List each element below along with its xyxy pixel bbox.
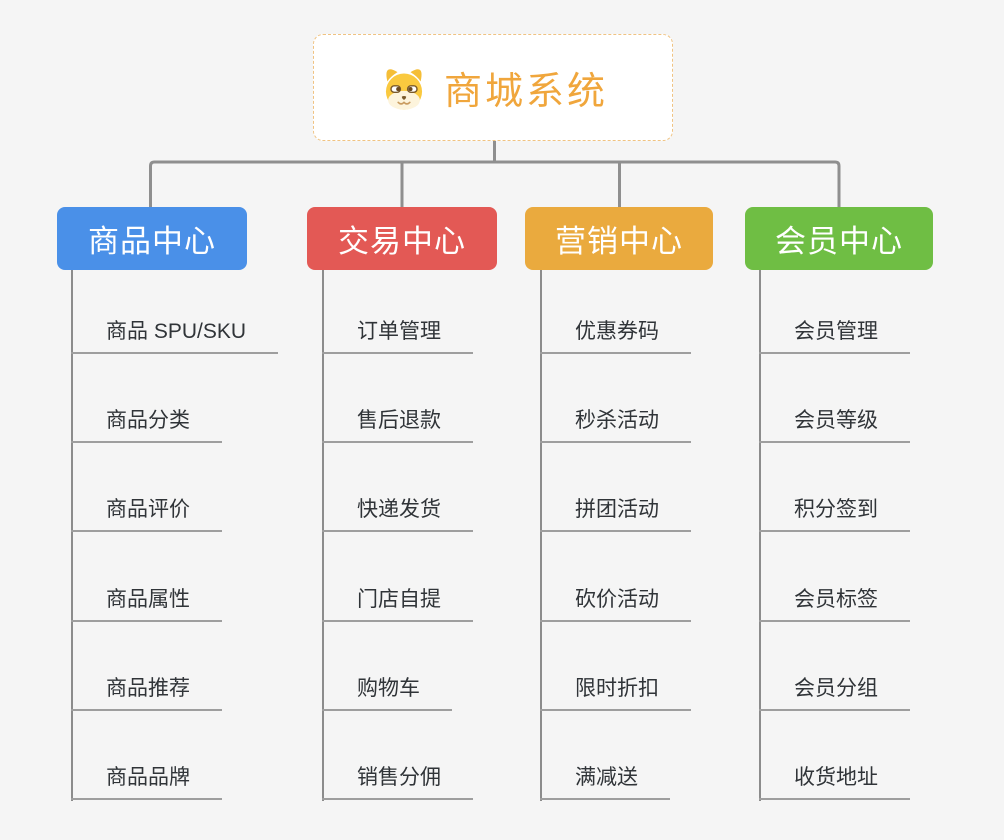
node-label: 积分签到: [794, 498, 878, 522]
branch-label: 交易中心: [338, 224, 466, 259]
branch-label: 营销中心: [555, 224, 683, 259]
mindmap-node[interactable]: 会员等级: [759, 404, 910, 444]
branch-child-line: [71, 270, 73, 801]
node-label: 快递发货: [357, 498, 441, 522]
node-label: 满减送: [575, 766, 638, 790]
node-label: 商品属性: [106, 587, 190, 611]
node-label: 优惠券码: [575, 319, 659, 343]
node-label: 砍价活动: [575, 587, 659, 611]
node-label: 会员等级: [794, 409, 878, 433]
node-label: 商品评价: [106, 498, 190, 522]
node-label: 门店自提: [357, 587, 441, 611]
node-label: 限时折扣: [575, 676, 659, 700]
node-label: 秒杀活动: [575, 409, 659, 433]
node-label: 收货地址: [794, 766, 878, 790]
mindmap-node[interactable]: 优惠券码: [540, 315, 691, 354]
mindmap-node[interactable]: 限时折扣: [540, 672, 691, 711]
mindmap-node[interactable]: 订单管理: [322, 315, 473, 354]
branch-items-trade: 订单管理 售后退款 快递发货 门店自提 购物车 销售分佣: [322, 265, 473, 801]
mindmap-node[interactable]: 秒杀活动: [540, 404, 691, 444]
mindmap-node[interactable]: 商品 SPU/SKU: [71, 315, 279, 354]
mindmap-node[interactable]: 满减送: [540, 761, 670, 801]
dog-icon: [385, 68, 423, 110]
mindmap-node[interactable]: 收货地址: [759, 761, 910, 801]
mindmap-node[interactable]: 商品属性: [71, 583, 222, 622]
branch-label: 商品中心: [88, 224, 216, 259]
branch-node-member-center[interactable]: 会员中心: [745, 207, 933, 270]
mindmap-node[interactable]: 购物车: [322, 672, 452, 711]
node-label: 商品推荐: [106, 676, 190, 700]
root-title: 商城系统: [443, 71, 608, 113]
mindmap-node[interactable]: 售后退款: [322, 404, 473, 444]
branch-items-marketing: 优惠券码 秒杀活动 拼团活动 砍价活动 限时折扣 满减送: [540, 265, 691, 801]
mindmap-node[interactable]: 会员分组: [759, 672, 910, 711]
node-label: 购物车: [357, 676, 420, 700]
branch-items-product: 商品 SPU/SKU 商品分类 商品评价 商品属性 商品推荐 商品品牌: [71, 265, 279, 801]
mindmap-node[interactable]: 积分签到: [759, 493, 910, 533]
mindmap-node[interactable]: 商品推荐: [71, 672, 222, 711]
node-label: 订单管理: [357, 319, 441, 343]
branch-child-line: [540, 270, 542, 801]
root-node[interactable]: 商城系统: [313, 34, 673, 141]
node-label: 商品品牌: [106, 766, 190, 790]
mindmap-node[interactable]: 拼团活动: [540, 493, 691, 533]
mindmap-node[interactable]: 快递发货: [322, 493, 473, 533]
node-label: 拼团活动: [575, 498, 659, 522]
mindmap-node[interactable]: 商品品牌: [71, 761, 222, 801]
branch-node-trade-center[interactable]: 交易中心: [307, 207, 497, 270]
node-label: 售后退款: [357, 409, 441, 433]
branch-node-marketing-center[interactable]: 营销中心: [525, 207, 713, 270]
node-label: 会员管理: [794, 319, 878, 343]
mindmap-node[interactable]: 会员标签: [759, 583, 910, 622]
branch-child-line: [759, 270, 761, 801]
branch-child-line: [322, 270, 324, 801]
branch-items-member: 会员管理 会员等级 积分签到 会员标签 会员分组 收货地址: [759, 265, 910, 801]
node-label: 商品 SPU/SKU: [106, 319, 247, 343]
mindmap-node[interactable]: 砍价活动: [540, 583, 691, 622]
branch-label: 会员中心: [775, 224, 903, 259]
node-label: 会员分组: [794, 676, 878, 700]
node-label: 销售分佣: [357, 766, 441, 790]
branch-node-product-center[interactable]: 商品中心: [57, 207, 247, 270]
mindmap-node[interactable]: 会员管理: [759, 315, 910, 354]
node-label: 会员标签: [794, 587, 878, 611]
mindmap-node[interactable]: 门店自提: [322, 583, 473, 622]
mindmap-node[interactable]: 商品评价: [71, 493, 222, 533]
node-label: 商品分类: [106, 409, 190, 433]
mindmap-node[interactable]: 商品分类: [71, 404, 222, 444]
mindmap-node[interactable]: 销售分佣: [322, 761, 473, 801]
